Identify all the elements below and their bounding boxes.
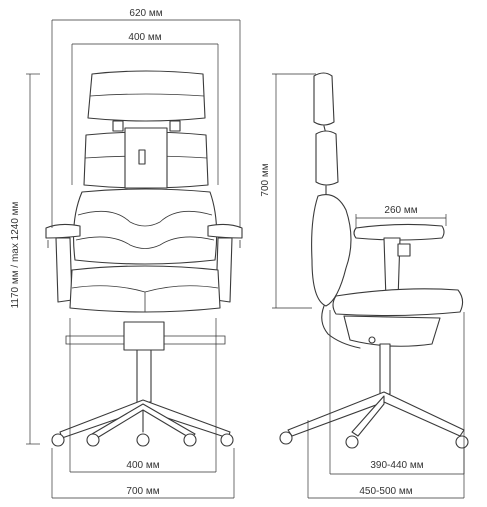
- front-mechanism: [65, 321, 226, 403]
- dim-front-total-height: 1170 мм / max 1240 мм: [10, 201, 21, 308]
- front-left-armrest: [45, 223, 81, 303]
- front-view: 620 мм 400 мм 1170 мм / max 1240 мм 400 …: [10, 8, 243, 499]
- front-dimensions: 620 мм 400 мм 1170 мм / max 1240 мм 400 …: [10, 8, 241, 499]
- dim-front-base-width: 700 мм: [126, 486, 159, 497]
- dim-side-seat-depth: 390-440 мм: [370, 460, 423, 471]
- side-armrest: [353, 223, 445, 301]
- side-dimensions: 700 мм 260 мм 390-440 мм 450-500 мм: [260, 73, 465, 499]
- dim-side-back-height: 700 мм: [260, 163, 271, 196]
- front-upper-back: [83, 127, 209, 189]
- front-seat: [69, 265, 221, 313]
- dim-side-base-depth: 450-500 мм: [359, 486, 412, 497]
- dim-front-outer-width: 620 мм: [129, 8, 162, 19]
- dim-front-back-width: 400 мм: [128, 32, 161, 43]
- side-seat: [332, 288, 464, 347]
- dim-front-seat-width: 400 мм: [126, 460, 159, 471]
- side-view: 700 мм 260 мм 390-440 мм 450-500 мм: [260, 72, 469, 499]
- side-column: [379, 343, 391, 395]
- front-right-armrest: [207, 223, 243, 303]
- front-lower-back: [73, 188, 218, 265]
- side-headrest: [313, 72, 335, 135]
- side-upper-back: [315, 130, 339, 195]
- front-headrest: [87, 70, 206, 132]
- front-base: [51, 399, 234, 447]
- dim-side-armrest-length: 260 мм: [384, 205, 417, 216]
